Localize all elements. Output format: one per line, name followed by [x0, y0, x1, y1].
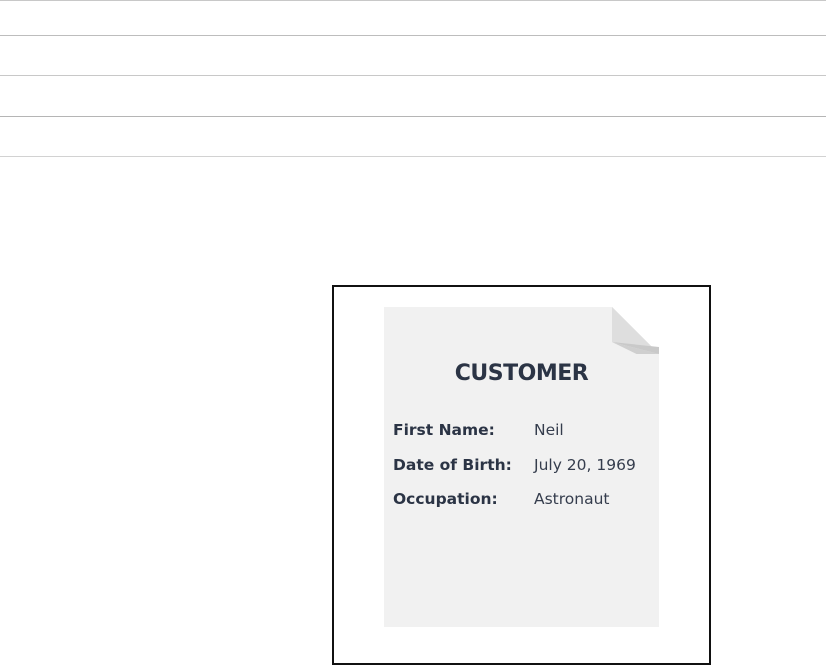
field-value: Neil [534, 421, 564, 439]
ruled-line [0, 0, 826, 1]
ruled-line [0, 35, 826, 36]
ruled-line [0, 156, 826, 157]
field-label: Date of Birth: [393, 456, 512, 474]
document-figure-frame: CUSTOMER First Name: Neil Date of Birth:… [332, 285, 711, 665]
document-title: CUSTOMER [454, 361, 589, 386]
folded-corner-icon [612, 307, 659, 354]
customer-document-sheet [384, 307, 659, 627]
field-label: First Name: [393, 421, 495, 439]
ruled-line [0, 75, 826, 76]
field-value: July 20, 1969 [534, 456, 636, 474]
field-value: Astronaut [534, 490, 610, 508]
ruled-line [0, 116, 826, 117]
field-label: Occupation: [393, 490, 498, 508]
